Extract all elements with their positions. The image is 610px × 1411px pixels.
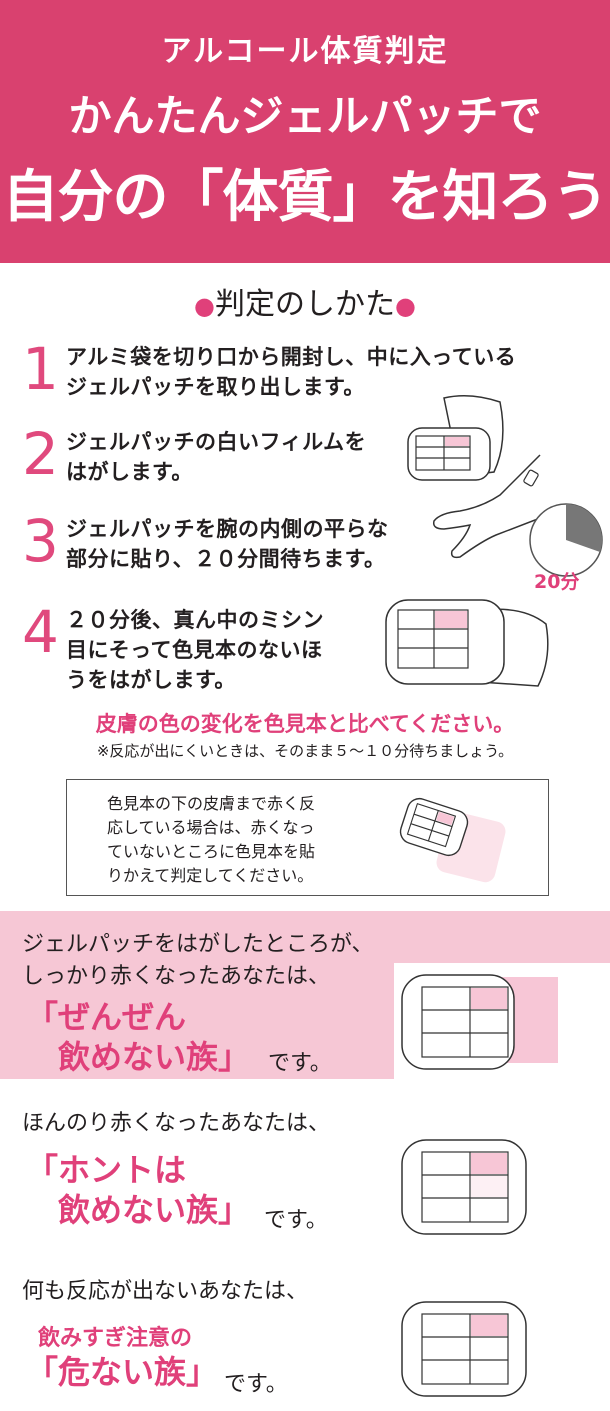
result-3-suffix: です。 (224, 1372, 288, 1397)
rebounce-note-box: 色見本の下の皮膚まで赤く反 応している場合は、赤くなっ ていないところに色見本を… (66, 779, 549, 896)
result-1-name: 「ぜんぜん 飲めない族」 (26, 998, 251, 1076)
step-text: ジェルパッチの白いフィルムを はがします。 (66, 430, 367, 484)
header-kicker: アルコール体質判定 (161, 34, 449, 69)
compare-instruction: 皮膚の色の変化を色見本と比べてください。 (95, 712, 515, 736)
patch-peel-step4 (385, 599, 549, 687)
step-text: ２０分後、真ん中のミシン 目にそって色見本のないほ うをはがします。 (66, 608, 324, 692)
result-3-name: 「危ない族」 (26, 1353, 219, 1391)
method-heading-text: 判定のしかた (215, 287, 395, 322)
step-number: 3 (22, 507, 59, 575)
bullet-right: ● (395, 292, 416, 320)
timer-icon (529, 503, 603, 577)
result-3-lead: 何も反応が出ないあなたは、 (22, 1279, 309, 1304)
box-text: 色見本の下の皮膚まで赤く反 応している場合は、赤くなっ ていないところに色見本を… (107, 794, 316, 885)
step-number: 4 (22, 598, 59, 666)
result-1-suffix: です。 (268, 1051, 332, 1076)
method-heading: ●判定のしかた● (0, 279, 610, 323)
step-text: アルミ袋を切り口から開封し、中に入っている ジェルパッチを取り出します。 (66, 345, 517, 399)
result-2-suffix: です。 (264, 1208, 328, 1233)
wait-note: ※反応が出にくいときは、そのまま５～１０分待ちましょう。 (96, 742, 514, 760)
step-number: 1 (22, 335, 59, 403)
arm-illustration (432, 454, 549, 559)
result-1-patch (401, 974, 558, 1070)
bullet-left: ● (194, 292, 215, 320)
result-2-name: 「ホントは 飲めない族」 (26, 1151, 251, 1229)
header-subtitle: かんたんジェルパッチで (68, 92, 542, 142)
result-panel-1: ジェルパッチをはがしたところが、 しっかり赤くなったあなたは、 「ぜんぜん 飲め… (0, 911, 610, 1079)
header-banner: アルコール体質判定 かんたんジェルパッチで 自分の「体質」を知ろう (0, 0, 610, 263)
step-number: 2 (22, 420, 59, 488)
result-3-warning: 飲みすぎ注意の (38, 1326, 193, 1351)
result-1-lead: ジェルパッチをはがしたところが、 しっかり赤くなったあなたは、 (22, 932, 374, 989)
patch-peel-illustration (407, 395, 504, 481)
patch-reposition-illustration (399, 797, 506, 883)
header-title: 自分の「体質」を知ろう (2, 165, 609, 230)
step-text: ジェルパッチを腕の内側の平らな 部分に貼り、２０分間待ちます。 (66, 517, 389, 571)
result-2-lead: ほんのり赤くなったあなたは、 (22, 1111, 331, 1136)
result-3-patch (401, 1301, 527, 1397)
result-2-patch (401, 1139, 527, 1235)
timer-label: 20分 (534, 571, 580, 593)
